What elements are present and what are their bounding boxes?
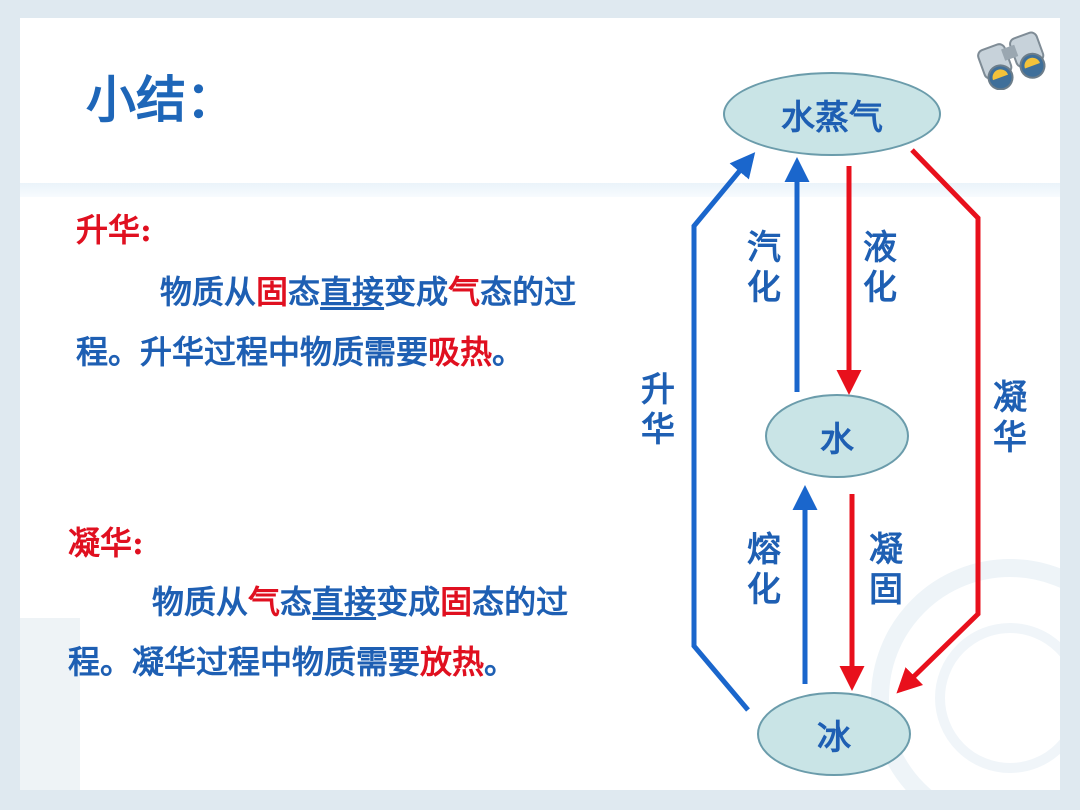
label-melting-char-2: 化 [747, 570, 781, 610]
sublimation-highlight-solid: 固 [256, 273, 289, 311]
vapor-node: 水蒸气 [723, 72, 941, 156]
label-sublimation-char-2: 华 [641, 410, 675, 450]
label-deposition: 凝 华 [990, 378, 1030, 458]
sublimation-text-4: 态的过程。升华过程中物质需要 [76, 273, 577, 371]
deposition-term: 凝华: [68, 524, 144, 562]
slide-title: 小结： [86, 71, 236, 129]
sublimation-arrow [691, 152, 756, 712]
deposition-highlight-release-heat: 放热 [420, 643, 485, 681]
header-divider [20, 183, 1060, 197]
label-sublimation: 升 华 [638, 370, 678, 450]
ice-node: 冰 [757, 692, 911, 776]
deposition-text-5: 。 [484, 643, 517, 681]
deposition-highlight-solid: 固 [440, 583, 473, 621]
label-liquefaction-char-2: 化 [863, 268, 897, 308]
sublimation-highlight-absorb-heat: 吸热 [428, 333, 493, 371]
sublimation-definition: 物质从固态直接变成气态的过程。升华过程中物质需要吸热。 [76, 262, 586, 382]
deposition-text-2: 态 [280, 583, 313, 621]
sublimation-text-1: 物质从 [160, 273, 257, 311]
sublimation-text-2: 态 [288, 273, 321, 311]
sublimation-text-3: 变成 [384, 273, 449, 311]
deposition-text-4: 态的过程。凝华过程中物质需要 [68, 583, 569, 681]
label-melting: 熔 化 [744, 530, 784, 610]
label-liquefaction: 液 化 [860, 228, 900, 308]
deposition-arrow [896, 148, 981, 694]
label-vaporization: 汽 化 [744, 228, 784, 308]
label-liquefaction-char-1: 液 [863, 228, 897, 268]
deposition-definition: 物质从气态直接变成固态的过程。凝华过程中物质需要放热。 [68, 572, 618, 692]
label-sublimation-char-1: 升 [641, 370, 675, 410]
label-vaporization-char-1: 汽 [747, 228, 781, 268]
sublimation-text-5: 。 [492, 333, 525, 371]
sublimation-underline-direct: 直接 [320, 273, 385, 311]
deposition-text-1: 物质从 [152, 583, 249, 621]
sublimation-term: 升华: [76, 211, 152, 249]
deposition-text-3: 变成 [376, 583, 441, 621]
label-solidification: 凝 固 [866, 530, 906, 610]
sublimation-highlight-gas: 气 [448, 273, 481, 311]
label-deposition-char-2: 华 [993, 418, 1027, 458]
label-deposition-char-1: 凝 [993, 378, 1027, 418]
label-solidification-char-1: 凝 [869, 530, 903, 570]
deposition-highlight-gas: 气 [248, 583, 281, 621]
label-vaporization-char-2: 化 [747, 268, 781, 308]
label-melting-char-1: 熔 [747, 530, 781, 570]
label-solidification-char-2: 固 [869, 570, 903, 610]
binoculars-icon [977, 31, 1046, 90]
deposition-underline-direct: 直接 [312, 583, 377, 621]
water-node: 水 [765, 394, 909, 478]
background-decoration [20, 559, 1060, 790]
